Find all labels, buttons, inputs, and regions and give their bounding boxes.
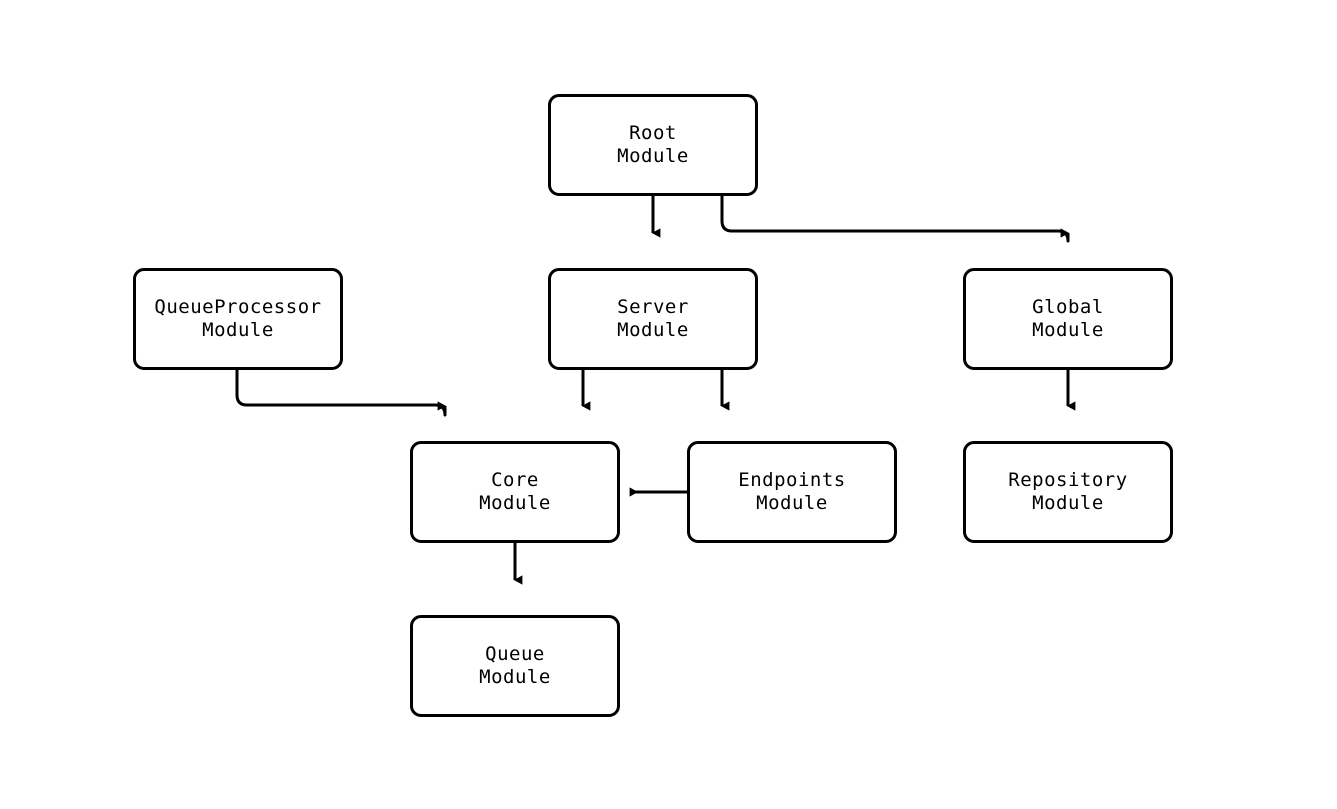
node-label-line-2: Module [1032, 492, 1104, 514]
node-label-line-1: QueueProcessor [154, 296, 322, 318]
edge-root-to-global [720, 196, 1070, 243]
node-label-line-2: Module [617, 145, 689, 167]
node-core-module[interactable]: Core Module [410, 441, 620, 543]
node-queue-module[interactable]: Queue Module [410, 615, 620, 717]
node-label-line-2: Module [202, 319, 274, 341]
node-server-module[interactable]: Server Module [548, 268, 758, 370]
node-label-line-2: Module [479, 666, 551, 688]
node-global-module[interactable]: Global Module [963, 268, 1173, 370]
node-label-line-1: Queue [485, 643, 545, 665]
node-queueprocessor-module[interactable]: QueueProcessor Module [133, 268, 343, 370]
node-label-line-1: Global [1032, 296, 1104, 318]
node-endpoints-module[interactable]: Endpoints Module [687, 441, 897, 543]
edge-queueprocessor-to-core [235, 370, 447, 417]
node-label-line-1: Repository [1008, 469, 1128, 491]
node-label-line-1: Root [629, 122, 677, 144]
node-label-line-2: Module [756, 492, 828, 514]
node-label-line-2: Module [1032, 319, 1104, 341]
node-label-line-2: Module [617, 319, 689, 341]
node-root-module[interactable]: Root Module [548, 94, 758, 196]
node-label-line-1: Endpoints [738, 469, 846, 491]
node-repository-module[interactable]: Repository Module [963, 441, 1173, 543]
node-label-line-2: Module [479, 492, 551, 514]
node-label-line-1: Server [617, 296, 689, 318]
node-label-line-1: Core [491, 469, 539, 491]
